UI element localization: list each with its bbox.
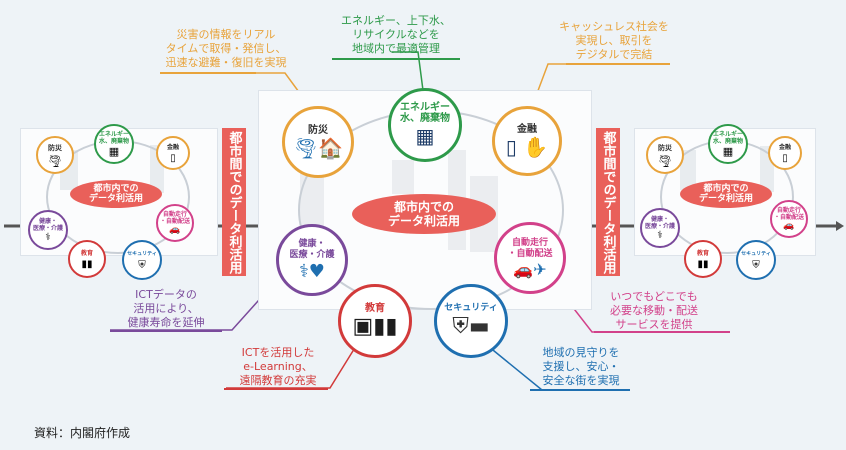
disaster-icon: 🌪 [657,153,673,168]
left-hub: 都市内での データ利活用 [70,180,162,208]
left-node-autonomous: 自動走行 ・自動配送 🚗 [156,204,194,242]
shield-icon: ⛨ [138,260,146,271]
inter-city-bar-right: 都市間でのデータ利活用 [596,128,620,276]
center-node-disaster: 防災 🌪🏠 [282,106,354,178]
left-node-security: セキュリティ ⛨ [122,240,162,280]
right-node-security: セキュリティ ⛨ [736,240,776,280]
caption-disaster: 災害の情報をリアル タイムで取得・発信し、 迅速な避難・復旧を実現 [165,28,287,69]
smartphone-icon: ▯ [170,153,176,164]
right-hub: 都市内での データ利活用 [680,180,772,208]
solar-panel-icon: ▦ [108,144,120,158]
caption-security: 地域の見守りを 支援し、安心・ 安全な街を実現 [542,346,620,387]
center-node-education: 教育 ▣▮▮ [338,284,412,358]
center-node-security: セキュリティ ⛨▬ [434,284,508,358]
left-node-disaster: 防災 🌪 [36,136,74,174]
center-node-autonomous: 自動走行 ・自動配送 🚗✈ [494,222,566,294]
caption-autonomous: いつでもどこでも 必要な移動・配送 サービスを提供 [610,290,698,331]
car-icon: 🚗 [783,221,795,231]
caption-education: ICTを活用した e-Learning、 遠隔教育の充実 [239,346,317,387]
center-node-energy: エネルギー 水、廃棄物 ▦ [388,88,462,162]
shield-camera-icon: ⛨▬ [452,314,490,339]
shield-icon: ⛨ [752,260,760,271]
computer-school-icon: ▣▮▮ [352,314,398,339]
caption-education-underline [224,388,328,390]
caption-finance: キャッシュレス社会を 実現し、取引を デジタルで完結 [559,20,669,61]
center-node-health: 健康・ 医療・介護 ⚕♥ [276,224,348,296]
smartphone-icon: ▯ [782,153,788,164]
arrow-right-out-head [836,221,844,231]
right-node-education: 教育 ▮▮ [684,240,722,278]
car-icon: 🚗 [169,225,181,235]
car-drone-icon: 🚗✈ [513,259,547,279]
caption-security-underline [530,389,630,391]
caption-health-underline [110,330,222,332]
school-icon: ▮▮ [697,259,709,270]
solar-panel-icon: ▦ [722,144,734,158]
school-icon: ▮▮ [81,259,93,270]
right-node-autonomous: 自動走行 ・自動配送 🚗 [770,200,808,238]
left-node-energy: エネルギー 水、廃棄物 ▦ [94,124,134,164]
doctor-icon: ⚕ [657,229,663,241]
center-node-finance: 金融 ▯ ✋ [492,106,562,176]
left-node-education: 教育 ▮▮ [68,240,106,278]
doctor-icon: ⚕♥ [299,260,325,282]
disaster-icon: 🌪🏠 [292,135,344,160]
inter-city-bar-left: 都市間でのデータ利活用 [222,128,246,276]
smartphone-payment-icon: ▯ ✋ [505,134,549,159]
solar-panel-icon: ▦ [415,124,435,148]
caption-energy-underline [332,58,460,60]
right-node-energy: エネルギー 水、廃棄物 ▦ [708,124,748,164]
right-node-disaster: 防災 🌪 [646,136,684,174]
caption-autonomous-underline [594,331,730,333]
caption-energy: エネルギー、上下水、 リサイクルなどを 地域内で最適管理 [341,14,451,55]
caption-health: ICTデータの 活用により、 健康寿命を延伸 [127,288,205,329]
disaster-icon: 🌪 [47,153,63,168]
left-node-health: 健康・ 医療・介護 ⚕ [28,210,68,250]
center-hub: 都市内での データ利活用 [352,194,496,234]
left-node-finance: 金融 ▯ [156,136,190,170]
caption-finance-underline [566,63,670,65]
doctor-icon: ⚕ [45,231,51,243]
caption-disaster-underline [160,72,256,74]
energy-connector [392,51,425,99]
right-node-finance: 金融 ▯ [768,136,802,170]
source-note: 資料：内閣府作成 [34,426,131,440]
right-node-health: 健康・ 医療・介護 ⚕ [640,208,680,248]
